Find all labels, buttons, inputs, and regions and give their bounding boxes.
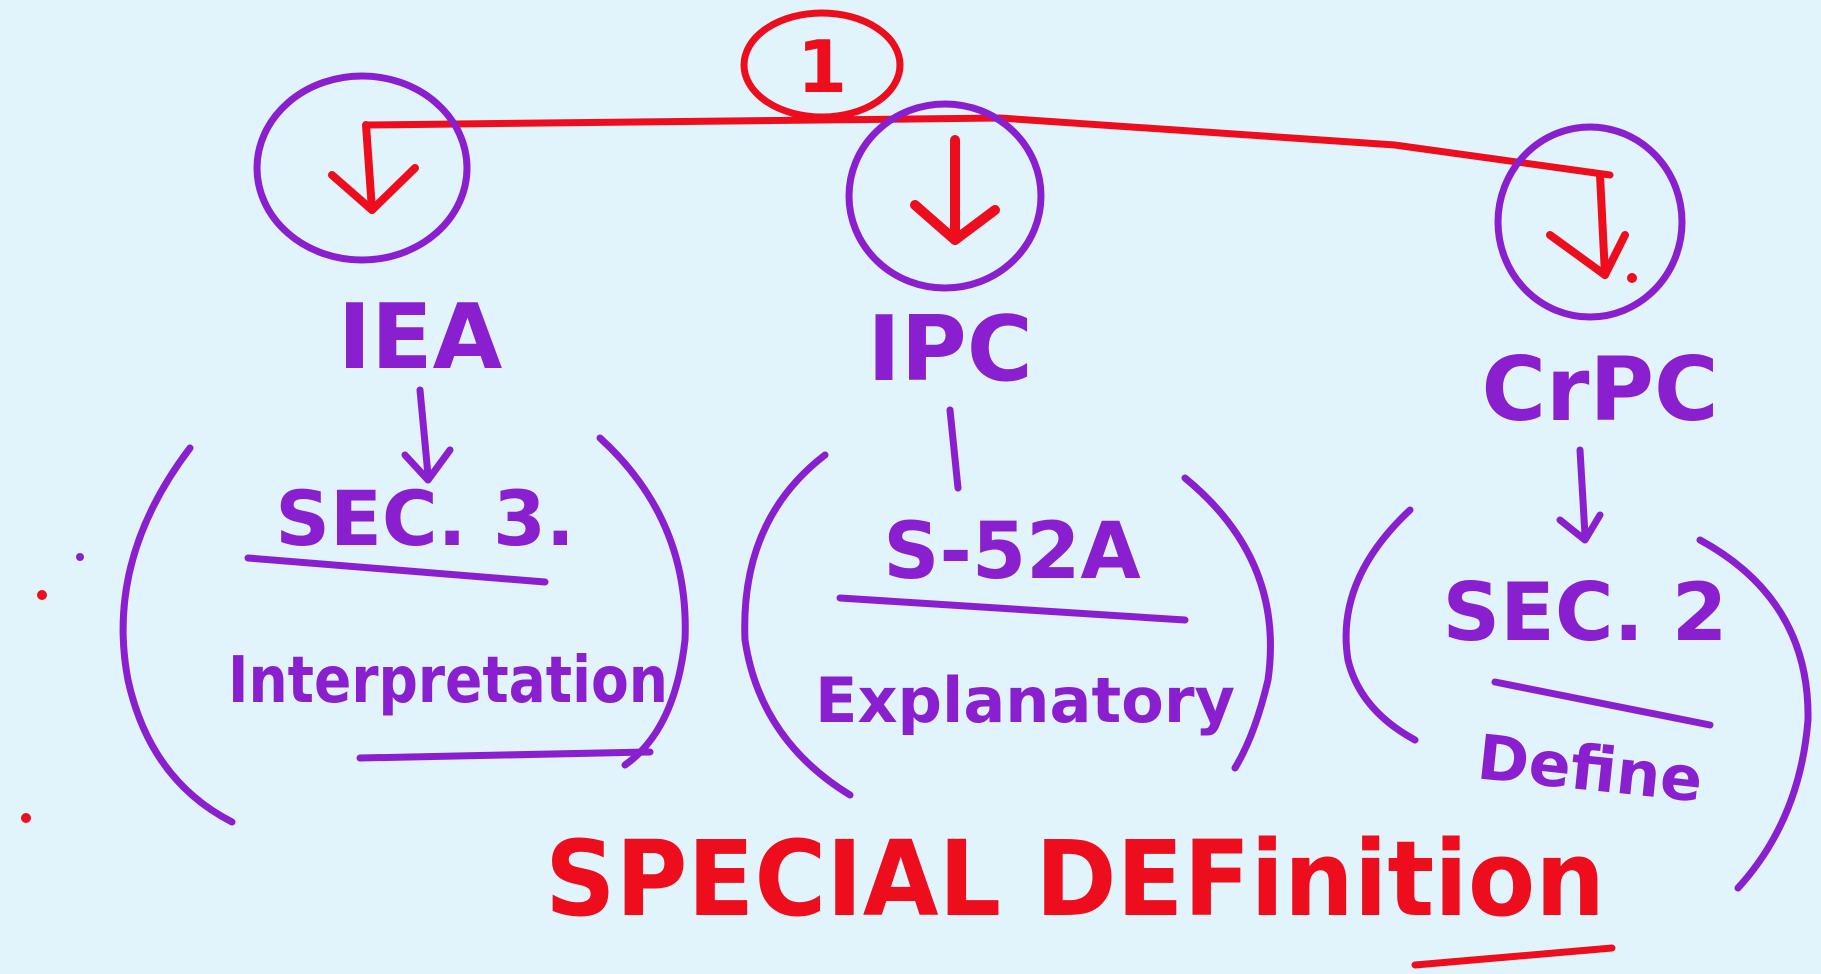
underline xyxy=(1491,678,1714,729)
bracket-right xyxy=(1696,536,1812,892)
down-arrow-icon xyxy=(1546,171,1637,283)
act-label: IPC xyxy=(867,297,1033,402)
bracket-left xyxy=(119,444,236,826)
section-label: S-52A xyxy=(883,507,1140,597)
stray-dot xyxy=(37,590,47,600)
bracket-right xyxy=(596,434,689,769)
root-node: 1 xyxy=(740,9,904,121)
bracket-left xyxy=(1342,506,1419,744)
bracket-right xyxy=(1181,474,1274,772)
connector-arrow-icon xyxy=(401,386,454,484)
down-arrow-icon xyxy=(328,121,419,214)
branch-connector xyxy=(362,114,1614,179)
underline xyxy=(244,554,549,586)
underline xyxy=(356,748,654,762)
footer-title: SPECIAL DEFinition xyxy=(545,818,1616,969)
branch-node-circle xyxy=(253,72,471,264)
section-label: SEC. 2 xyxy=(1443,566,1728,659)
branch-iea: IEA SEC. 3. Interpretation xyxy=(119,72,689,826)
act-label: IEA xyxy=(338,285,503,390)
clause-type-label: Interpretation xyxy=(228,644,668,718)
connector-arrow-icon xyxy=(1556,446,1604,544)
underline xyxy=(836,594,1189,624)
branch-crpc: CrPC SEC. 2 Define xyxy=(1342,123,1812,892)
section-label: SEC. 3. xyxy=(275,474,575,563)
stray-dot xyxy=(76,553,84,561)
clause-type-label: Explanatory xyxy=(815,664,1235,737)
root-label: 1 xyxy=(797,25,847,109)
stray-dot xyxy=(21,813,31,823)
branch-node-circle xyxy=(1494,123,1686,321)
branch-node-circle xyxy=(845,100,1045,292)
clause-type-label: Define xyxy=(1474,720,1706,816)
act-label: CrPC xyxy=(1481,338,1718,441)
branch-ipc: IPC S-52A Explanatory xyxy=(741,100,1274,799)
bracket-left xyxy=(741,451,854,799)
connector-line xyxy=(946,406,962,492)
title-underline xyxy=(1411,944,1616,969)
special-definition-title: SPECIAL DEFinition xyxy=(545,818,1605,940)
down-arrow-icon xyxy=(910,135,1000,245)
